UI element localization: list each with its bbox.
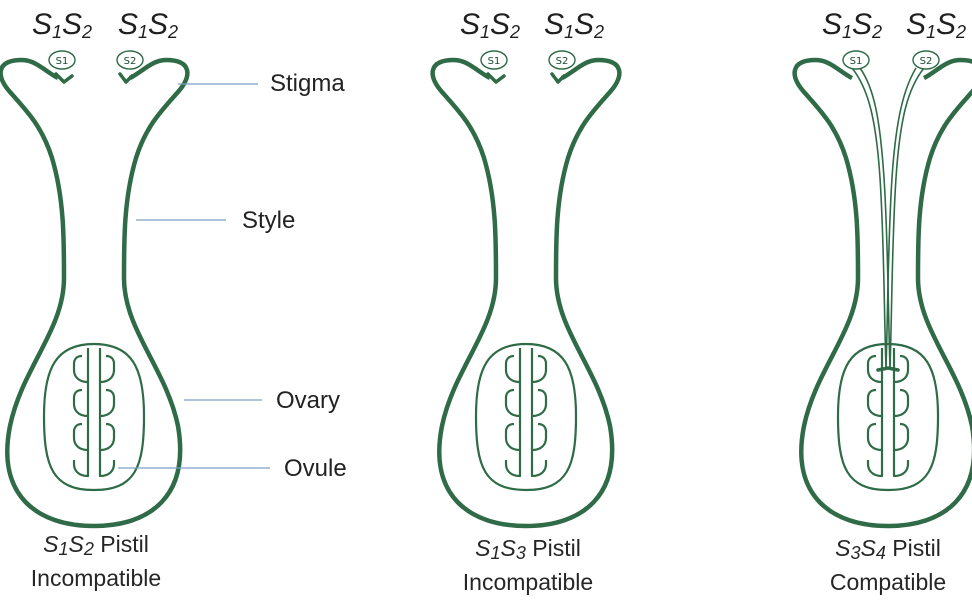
pollen-genotype-left: S1S2 (822, 8, 882, 42)
pistil-1-outline (1, 60, 188, 526)
pistil-1 (1, 60, 188, 526)
style-label: Style (242, 207, 295, 234)
stigma-label: Stigma (270, 70, 345, 97)
pistil-3-genotypes: S1S2 S1S2 (822, 8, 966, 42)
pistil-1-tube-left (56, 74, 72, 82)
pistil-2-tube-left (488, 74, 504, 82)
pistil-1-pollen: S1 S2 (49, 51, 143, 69)
pistil-3-caption-line1: S3S4 Pistil (835, 535, 941, 563)
pistil-2-result: Incompatible (463, 569, 593, 595)
pistil-3-caption: S3S4 Pistil Compatible (830, 535, 946, 595)
pistil-1-result: Incompatible (31, 565, 161, 591)
pistil-1-ovules (74, 348, 114, 476)
pollen-genotype-left: S1S2 (460, 8, 520, 42)
pollen-grain-s2-label: S2 (124, 56, 137, 67)
pistil-3-pollen: S1 S2 (843, 51, 939, 69)
pollen-genotype-left: S1S2 (32, 8, 92, 42)
pollen-genotype-right: S1S2 (906, 8, 966, 42)
pollen-genotype-right: S1S2 (118, 8, 178, 42)
pistil-1-caption-line1: S1S2 Pistil (43, 531, 149, 559)
pollen-grain-s1-label: S1 (488, 56, 501, 67)
pistil-3-outline (795, 60, 972, 526)
pistil-2-caption: S1S3 Pistil Incompatible (463, 535, 593, 595)
pollen-grain-s1-label: S1 (850, 56, 863, 67)
pistil-3-ovary-wall (838, 344, 938, 490)
pollen-grain-s1-label: S1 (56, 56, 69, 67)
pistil-2-caption-line1: S1S3 Pistil (475, 535, 581, 563)
structure-labels: Stigma Style Ovary Ovule (118, 70, 347, 482)
ovary-label: Ovary (276, 387, 340, 414)
pollen-grain-s2-label: S2 (556, 56, 569, 67)
pistil-2 (433, 60, 620, 526)
pistil-3-tube-ends (878, 368, 898, 370)
pistil-2-genotypes: S1S2 S1S2 (460, 8, 604, 42)
pistil-2-outline (433, 60, 620, 526)
pistil-1-genotypes: S1S2 S1S2 (32, 8, 178, 42)
pistil-3 (795, 60, 972, 526)
pistil-3-result: Compatible (830, 569, 946, 595)
pollen-grain-s2-label: S2 (920, 56, 933, 67)
pistil-2-pollen: S1 S2 (481, 51, 575, 69)
pistil-2-ovary-wall (476, 344, 576, 490)
pollen-genotype-right: S1S2 (544, 8, 604, 42)
ovule-label: Ovule (284, 455, 347, 482)
pistil-1-tube-right (120, 74, 132, 82)
pistil-2-ovules (506, 348, 546, 476)
pistil-1-caption: S1S2 Pistil Incompatible (31, 531, 161, 591)
pistil-2-tube-right (552, 74, 564, 82)
